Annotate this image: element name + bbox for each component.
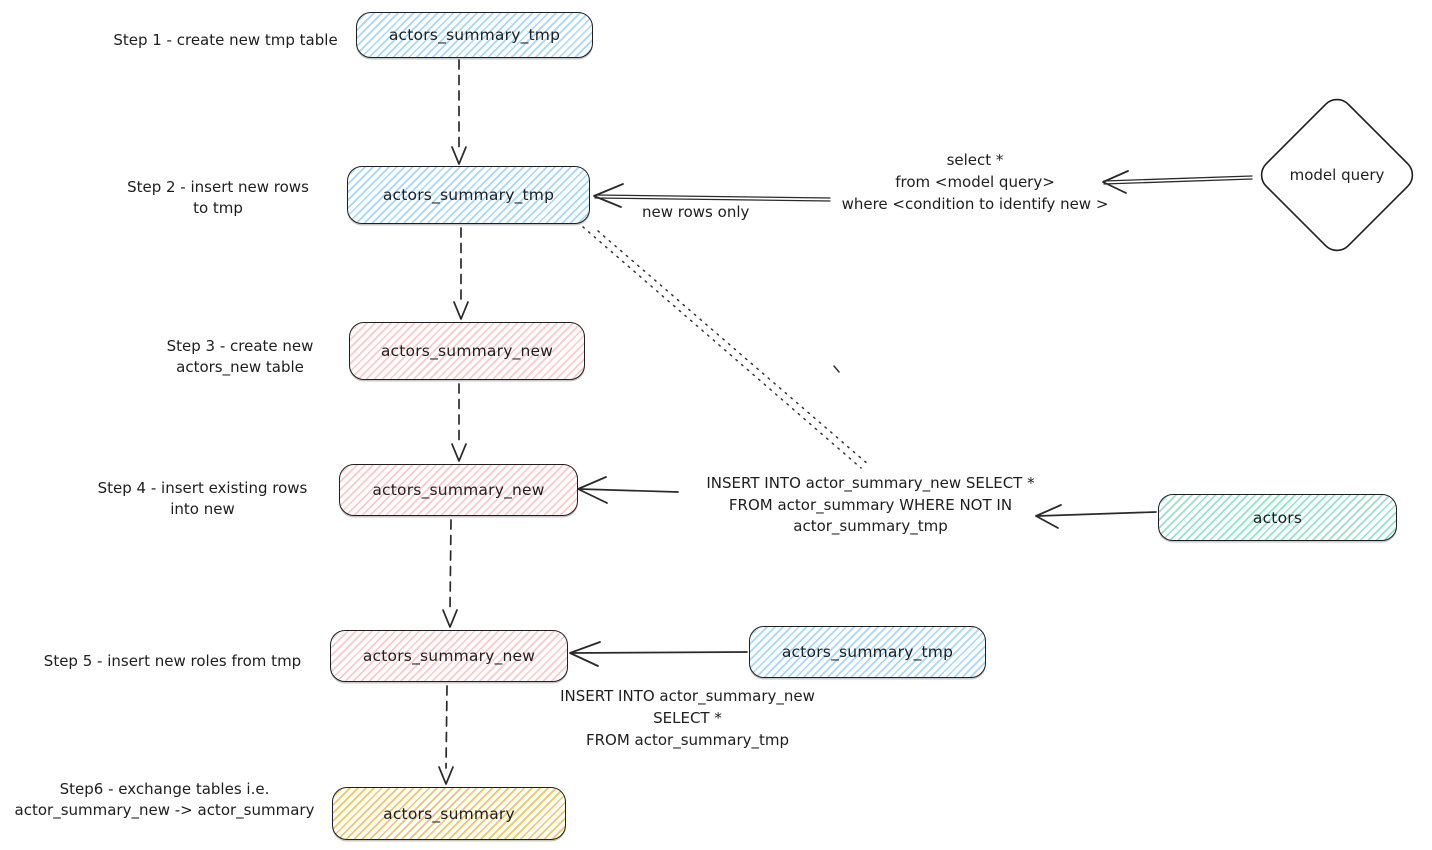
step3-label: Step 3 - create new actors_new table: [166, 337, 314, 376]
insert-from-tmp-annotation: INSERT INTO actor_summary_new SELECT * F…: [560, 687, 815, 749]
final-node-label: actors_summary: [383, 804, 515, 823]
select-query-annotation: select * from <model query> where <condi…: [841, 151, 1109, 213]
step1-node-label: actors_summary_tmp: [388, 26, 561, 44]
step2-node-label: actors_summary_tmp: [382, 186, 555, 204]
stray-mark: [833, 365, 840, 373]
arrowhead-sql-to-step4: [577, 476, 608, 504]
arrow-tmp-to-step5: [570, 651, 748, 654]
step2-label: Step 2 - insert new rows to tmp: [127, 178, 309, 217]
arrow-query-to-step2-line1: [594, 194, 831, 199]
step5-source-node[interactable]: actors_summary_tmp: [749, 626, 986, 678]
arrowhead-tmp-to-step5: [569, 641, 601, 667]
step4-node-label: actors_summary_new: [372, 481, 545, 499]
arrowhead-step5-to-step6: [438, 766, 454, 785]
arrowhead-step3-to-step4: [451, 443, 467, 462]
arrow-step5-to-step6: [445, 685, 448, 769]
step5-node[interactable]: actors_summary_new: [330, 630, 568, 682]
step5-label: Step 5 - insert new roles from tmp: [43, 652, 302, 670]
step2-node[interactable]: actors_summary_tmp: [347, 166, 590, 224]
step3-node[interactable]: actors_summary_new: [349, 322, 585, 380]
actors-node[interactable]: actors: [1158, 494, 1397, 541]
dotted-link-step2-sql-2: [597, 230, 870, 466]
step4-label: Step 4 - insert existing rows into new: [97, 479, 308, 518]
step5-source-node-label: actors_summary_tmp: [781, 643, 954, 661]
step1-node[interactable]: actors_summary_tmp: [356, 12, 593, 58]
step1-label: Step 1 - create new tmp table: [113, 31, 338, 49]
arrow-sql-to-step4: [578, 488, 679, 493]
arrowhead-step2-to-step3: [453, 301, 469, 320]
insert-existing-annotation: INSERT INTO actor_summary_new SELECT * F…: [706, 474, 1035, 535]
new-rows-only-annotation: new rows only: [642, 203, 750, 221]
arrowhead-step1-to-step2: [451, 146, 467, 165]
step3-node-label: actors_summary_new: [380, 342, 554, 360]
dotted-link-step2-sql-1: [582, 226, 862, 469]
arrowhead-step4-to-step5: [442, 609, 458, 628]
step6-label: Step6 - exchange tables i.e. actor_summa…: [14, 780, 315, 819]
step4-node[interactable]: actors_summary_new: [339, 464, 578, 516]
arrow-step4-to-step5: [449, 519, 452, 612]
final-node[interactable]: actors_summary: [332, 787, 566, 840]
actors-node-label: actors: [1252, 508, 1303, 527]
model-query-diamond-label: model query: [1289, 166, 1385, 184]
arrowhead-query-to-step2: [593, 183, 624, 208]
step5-node-label: actors_summary_new: [362, 647, 536, 665]
arrow-query-to-step2-line2: [594, 197, 831, 202]
